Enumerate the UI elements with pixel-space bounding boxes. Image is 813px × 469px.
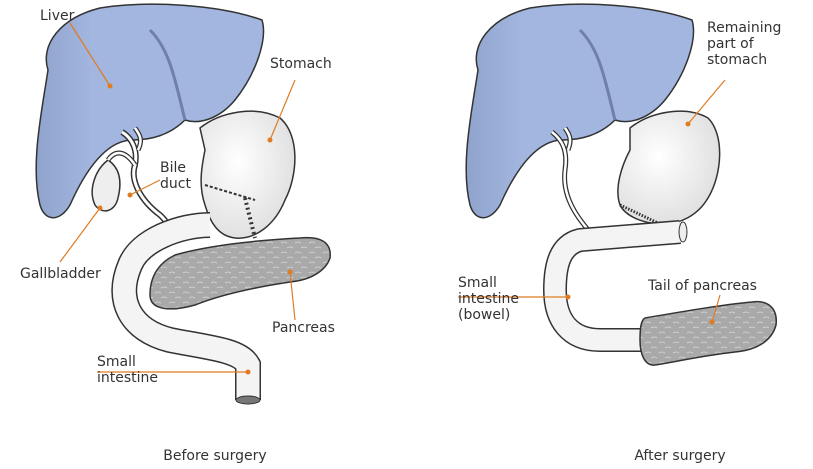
label-gallbladder: Gallbladder — [20, 266, 101, 282]
tail-of-pancreas — [640, 302, 776, 365]
leader-gallbladder — [60, 208, 100, 262]
label-small-intestine-before: Small intestine — [97, 354, 158, 386]
pancreas-before — [150, 238, 330, 309]
label-remaining-stomach: Remaining part of stomach — [707, 20, 781, 68]
stomach-before — [200, 111, 295, 238]
caption-after: After surgery — [590, 448, 770, 464]
caption-before: Before surgery — [120, 448, 310, 464]
label-tail-of-pancreas: Tail of pancreas — [648, 278, 757, 294]
label-bile-duct: Bile duct — [160, 160, 191, 192]
label-liver: Liver — [40, 8, 74, 24]
label-small-intestine-after: Small intestine (bowel) — [458, 275, 519, 323]
gallbladder — [92, 160, 120, 211]
stomach-after — [618, 111, 720, 224]
label-stomach: Stomach — [270, 56, 332, 72]
label-pancreas: Pancreas — [272, 320, 335, 336]
